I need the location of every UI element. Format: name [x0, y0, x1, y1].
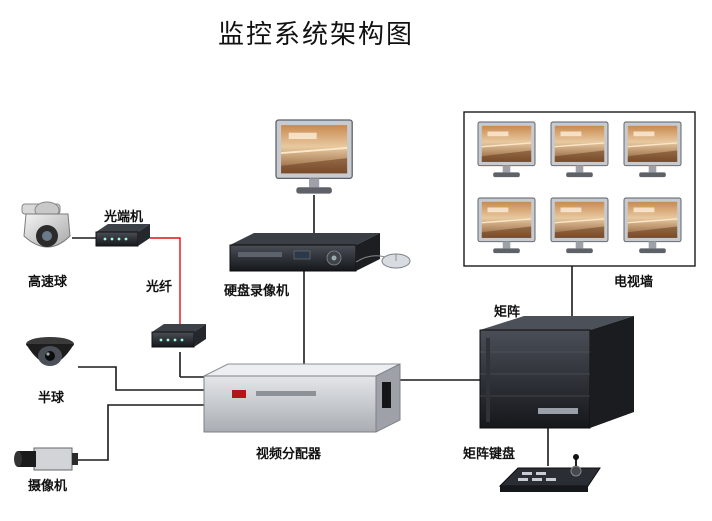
label-video-distributor: 视频分配器 — [256, 447, 322, 462]
box-camera-icon — [14, 447, 78, 471]
dvr-device-icon — [229, 233, 380, 272]
label-matrix-keyboard: 矩阵键盘 — [463, 447, 516, 462]
label-matrix: 矩阵 — [494, 305, 521, 320]
cable-camera-distributor — [78, 404, 204, 461]
video-distributor-icon — [203, 363, 401, 433]
matrix-device-icon — [479, 316, 634, 429]
label-camera: 摄像机 — [28, 479, 68, 494]
fiber-line — [150, 237, 181, 328]
label-speed-dome: 高速球 — [28, 275, 68, 290]
cable-halfdome-distributor — [78, 366, 204, 391]
matrix-keyboard-icon — [498, 454, 601, 492]
half-dome-camera-icon — [26, 337, 74, 366]
dvr-monitor-icon — [275, 119, 354, 195]
mouse-icon — [355, 253, 411, 269]
speed-dome-camera-icon — [21, 201, 71, 248]
diagram-title: 监控系统架构图 — [217, 20, 414, 50]
optical-transceiver-icon — [95, 224, 150, 247]
label-dvr: 硬盘录像机 — [224, 284, 290, 299]
label-optical-transceiver: 光端机 — [104, 210, 144, 225]
optical-transceiver-icon — [151, 324, 206, 348]
label-half-dome: 半球 — [38, 391, 65, 406]
label-video-wall: 电视墙 — [614, 275, 654, 290]
label-fiber: 光纤 — [146, 280, 173, 295]
